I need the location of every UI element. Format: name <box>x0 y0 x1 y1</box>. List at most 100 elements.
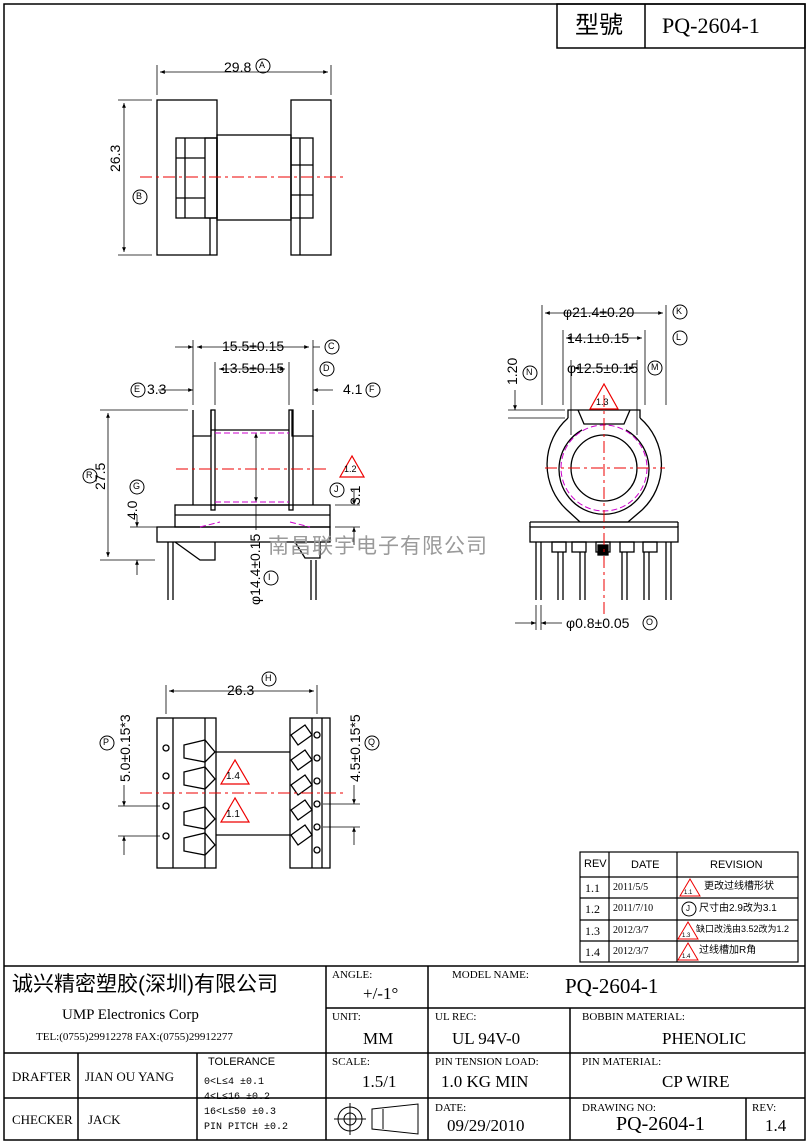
tag-k-letter: K <box>676 306 683 316</box>
tag-i-letter: I <box>268 572 271 582</box>
model-value: PQ-2604-1 <box>662 13 760 38</box>
tag-j-circle <box>329 482 345 498</box>
bobbin-material-value: PHENOLIC <box>662 1029 747 1048</box>
tolerance-row-1: 0<L≤4 ±0.1 <box>204 1077 265 1088</box>
dim-a-value: 29.8 <box>224 59 252 75</box>
tag-r-letter: R <box>86 470 93 480</box>
rev-row-4-rev: 1.4 <box>585 945 600 959</box>
pin-tension-label: PIN TENSION LOAD: <box>435 1056 539 1068</box>
tag-p-letter: P <box>103 737 110 747</box>
tag-f-letter: F <box>369 384 375 394</box>
dim-h-value: 26.3 <box>227 682 255 698</box>
rev-triangle-1-3 <box>588 382 620 410</box>
angle-value: +/-1° <box>363 984 399 1003</box>
dim-o-value: φ0.8±0.05 <box>566 615 630 631</box>
rev-header-rev: REV <box>584 858 607 870</box>
model-name-label: MODEL NAME: <box>452 969 529 981</box>
drawing-no-label: DRAWING NO: <box>582 1102 656 1114</box>
tag-c-circle <box>324 339 340 355</box>
company-contact: TEL:(0755)29912278 FAX:(0755)29912277 <box>36 1031 233 1043</box>
rev-row-2-date: 2011/7/10 <box>613 903 654 914</box>
tag-q-letter: Q <box>368 737 376 747</box>
tag-q-circle <box>364 735 380 751</box>
side-view-coil <box>199 432 311 528</box>
rev-row-2-rev: 1.2 <box>585 902 600 916</box>
pin-material-value: CP WIRE <box>662 1072 730 1091</box>
dim-d-value: 13.5±0.15 <box>222 360 285 376</box>
date-label: DATE: <box>435 1102 467 1114</box>
scale-value: 1.5/1 <box>362 1072 397 1091</box>
rev-row-2-text: 尺寸由2.9改为3.1 <box>699 903 777 914</box>
rev-row-3-mark: 1.3 <box>682 933 691 939</box>
drafter-label: DRAFTER <box>12 1069 72 1084</box>
rev-row-1-triangle <box>679 878 701 897</box>
watermark-text: 南昌联宇电子有限公司 <box>268 535 488 558</box>
tag-a-circle <box>255 58 271 74</box>
rev-triangle-1-4 <box>219 758 251 785</box>
tag-d-letter: D <box>323 363 330 373</box>
rev-row-4-mark: 1.4 <box>682 954 691 960</box>
projection-symbol <box>334 1103 419 1135</box>
rev-header-revision: REVISION <box>710 859 763 871</box>
checker-value: JACK <box>88 1112 121 1127</box>
tag-c-letter: C <box>328 341 335 351</box>
dim-f-value: 4.1 <box>343 381 363 397</box>
rev-row-3-date: 2012/3/7 <box>613 925 649 936</box>
rev-row-2-mark: J <box>686 904 690 913</box>
tolerance-label: TOLERANCE <box>208 1056 276 1068</box>
tag-p-circle <box>99 735 115 751</box>
rev-mark-1-3: 1.3 <box>596 397 609 407</box>
tag-m-letter: M <box>651 362 659 372</box>
tolerance-row-4: PIN PITCH ±0.2 <box>204 1122 289 1133</box>
tag-d-circle <box>319 361 335 377</box>
tag-o-letter: O <box>646 617 654 627</box>
tag-f-circle <box>365 382 381 398</box>
tag-e-circle <box>130 382 146 398</box>
rev-value: 1.4 <box>765 1116 787 1135</box>
rev-row-4-date: 2012/3/7 <box>613 946 649 957</box>
tag-m-circle <box>647 360 663 376</box>
tag-h-letter: H <box>265 673 272 683</box>
sheet-border <box>3 3 806 1141</box>
model-header-box <box>556 3 806 49</box>
company-name-en: UMP Electronics Corp <box>62 1007 199 1023</box>
dim-p-value: 5.0±0.15*3 <box>117 714 133 782</box>
pin-tension-value: 1.0 KG MIN <box>441 1072 529 1091</box>
tag-j-letter: J <box>334 484 339 494</box>
tag-k-circle <box>672 304 688 320</box>
top-view <box>118 65 332 256</box>
dim-c-value: 15.5±0.15 <box>222 338 285 354</box>
angle-label: ANGLE: <box>332 969 373 981</box>
tag-l-circle <box>672 330 688 346</box>
tag-b-letter: B <box>136 191 143 201</box>
tag-g-circle <box>129 479 145 495</box>
tag-a-letter: A <box>259 60 266 70</box>
rev-row-1-rev: 1.1 <box>585 881 600 895</box>
dim-e-value: 3.3 <box>147 381 167 397</box>
unit-value: MM <box>363 1029 394 1048</box>
dim-i-value: φ14.4±0.15 <box>247 533 263 605</box>
bobbin-material-label: BOBBIN MATERIAL: <box>582 1011 685 1023</box>
scale-label: SCALE: <box>332 1056 370 1068</box>
dim-l-value: 14.1±0.15 <box>567 330 630 346</box>
tolerance-row-2: 4<L≤16 ±0.2 <box>204 1092 271 1103</box>
dim-k-value: φ21.4±0.20 <box>563 304 635 320</box>
rev-triangle-1-1 <box>219 796 251 823</box>
dim-b-value: 26.3 <box>107 144 123 172</box>
date-value: 09/29/2010 <box>447 1116 525 1135</box>
rev-row-4-triangle <box>677 942 699 961</box>
rev-mark-1-2: 1.2 <box>344 464 357 474</box>
dim-r-value: 27.5 <box>92 462 108 490</box>
unit-label: UNIT: <box>332 1011 361 1023</box>
tag-i-circle <box>263 570 279 586</box>
rev-mark-1-4: 1.4 <box>226 771 240 782</box>
ul-rec-value: UL 94V-0 <box>452 1029 521 1048</box>
side-view <box>100 340 360 600</box>
rev-row-1-text: 更改过线槽形状 <box>704 881 774 892</box>
rev-header-date: DATE <box>631 859 660 871</box>
rev-row-3-triangle <box>677 921 699 940</box>
tag-e-letter: E <box>134 384 141 394</box>
tag-l-letter: L <box>676 332 682 342</box>
rev-triangle-1-2 <box>338 454 366 478</box>
